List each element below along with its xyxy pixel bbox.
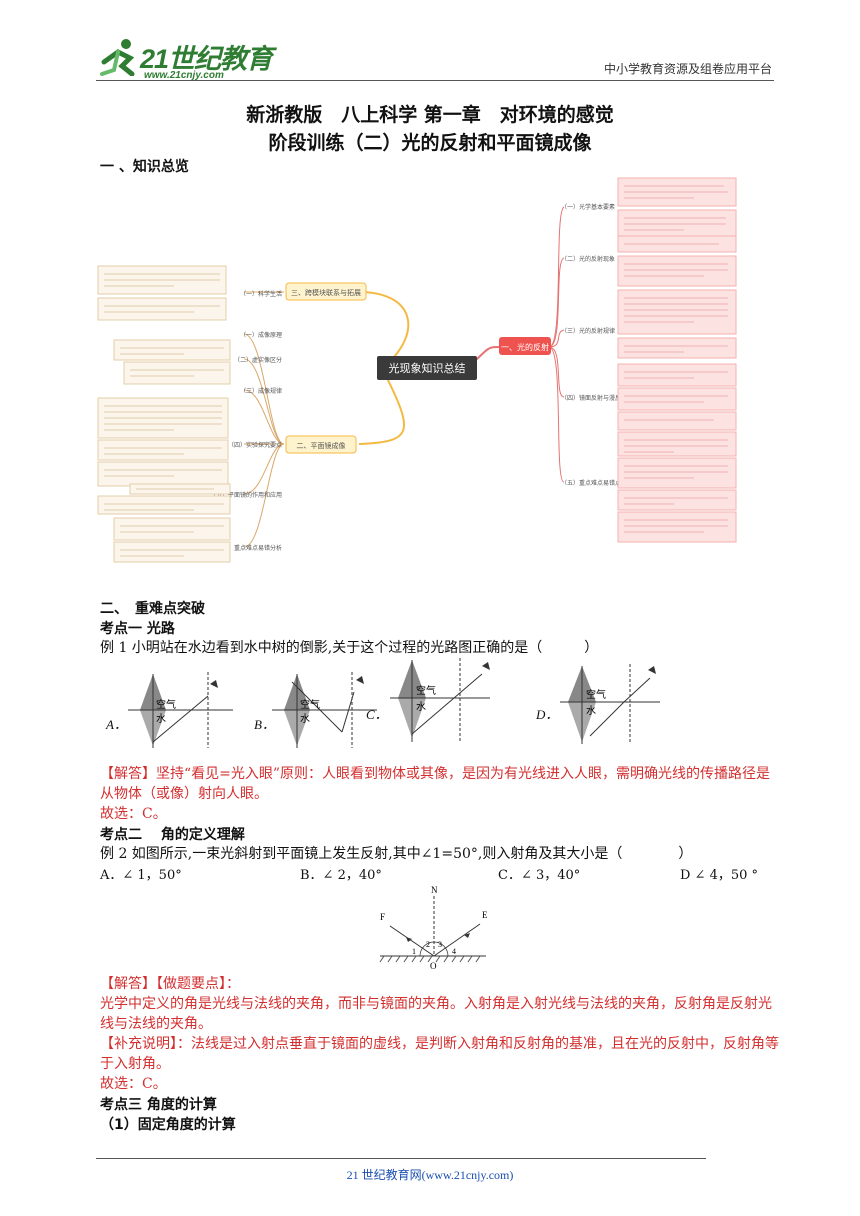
option-c-label[interactable]: C． (366, 707, 388, 722)
kp2-note: 【补充说明】：法线是过入射点垂直于镜面的虚线，是判断入射角和反射角的基准，且在光… (100, 1034, 780, 1074)
mindmap-right-branch: 一、光的反射 (501, 342, 549, 352)
kp1-answer-label: 【解答】 (100, 766, 156, 782)
fig-label-n: N (431, 885, 438, 895)
kp3-sub: （1）固定角度的计算 (100, 1117, 236, 1133)
footer-divider (96, 1158, 706, 1159)
d-water-label: 水 (586, 705, 596, 717)
b-water-label: 水 (300, 713, 310, 725)
mm-right-node-3: （三）光的反射规律 (561, 327, 615, 335)
fig-angle-2: 2 (426, 940, 430, 949)
mm-right-node-2: （二）光的反射现象 (561, 255, 615, 263)
kp2-heading: 考点二 角的定义理解 (100, 827, 245, 843)
knowledge-mindmap: 光现象知识总结 一、光的反射 三、跨模块联系与拓展 二、平面镜成像 （一）光学基… (97, 177, 737, 563)
mm-right-node-1: （一）光学基本要素 (561, 203, 615, 211)
doc-title-line2: 阶段训练（二）光的反射和平面镜成像 (268, 132, 592, 154)
kp2-choice-d[interactable]: D ∠ 4，50 ° (680, 868, 759, 883)
option-b-label[interactable]: B． (254, 717, 275, 732)
mm-right-node-4: （四）镜面反射与漫反射 (561, 394, 627, 402)
c-water-label: 水 (416, 701, 426, 713)
fig-label-f: F (380, 912, 385, 922)
option-d-label[interactable]: D． (536, 707, 559, 722)
section2-heading: 二、 重难点突破 (100, 601, 205, 617)
mindmap-center: 光现象知识总结 (389, 361, 466, 375)
kp2-note-label: 【补充说明】： (100, 1036, 191, 1052)
option-d-diagram: 空气 水 (560, 664, 660, 744)
fig-label-e: E (482, 910, 488, 920)
logo-url: www.21cnjy.com (144, 70, 224, 81)
kp2-choice-a[interactable]: A．∠ 1，50° (100, 868, 182, 883)
platform-name: 中小学教育资源及组卷应用平台 (603, 62, 772, 76)
b-air-label: 空气 (300, 698, 320, 711)
kp2-choice-c[interactable]: C．∠ 3，40° (498, 868, 581, 883)
kp1-heading: 考点一 光路 (100, 621, 175, 637)
kp1-answer: 【解答】坚持“看见=光入眼”原则：人眼看到物体或其像，是因为有光线进入人眼，需明… (100, 764, 780, 804)
option-a-label[interactable]: A． (106, 717, 127, 732)
doc-title-line1: 新浙教版 八上科学 第一章 对环境的感觉 (246, 104, 614, 126)
option-c-diagram: 空气 水 (390, 658, 490, 742)
kp2-answer-label: 【解答】【做题要点】： (100, 976, 240, 992)
mm-left2-node-6: （六）重点难点易错分析 (216, 544, 282, 552)
header-divider (96, 80, 774, 81)
mm-left2-node-3: （三）成像规律 (240, 387, 282, 395)
fig-angle-3: 3 (438, 940, 442, 949)
footer-link[interactable]: 21 世纪教育网(www.21cnjy.com) (346, 1168, 514, 1182)
mm-right-node-5: （五）重点难点易错点 (561, 479, 621, 487)
kp3-heading: 考点三 角度的计算 (100, 1097, 217, 1113)
kp1-choice: 故选：C。 (100, 806, 167, 822)
mm-left2-node-1: （一）成像原理 (240, 331, 282, 339)
kp2-choices: A．∠ 1，50° B．∠ 2，40° C．∠ 3，40° D ∠ 4，50 ° (100, 864, 780, 884)
fig-angle-1: 1 (412, 947, 416, 956)
kp2-question: 例 2 如图所示,一束光斜射到平面镜上发生反射,其中∠1=50°,则入射角及其大… (100, 846, 693, 862)
kp1-answer-text: 坚持“看见=光入眼”原则：人眼看到物体或其像，是因为有光线进入人眼，需明确光线的… (100, 766, 771, 802)
section1-heading: 一 、知识总览 (100, 159, 189, 175)
reflection-figure: N F E O 1 2 3 4 (379, 885, 488, 970)
mm-left2-node-2: （二）虚实像区分 (234, 356, 282, 364)
option-b-diagram: 空气 水 (272, 672, 377, 748)
kp1-options-figure: A． 空气 水 B． 空气 水 C． 空气 水 D． (100, 658, 680, 754)
mindmap-left-branch1: 三、跨模块联系与拓展 (291, 288, 361, 297)
kp1-question: 例 1 小明站在水边看到水中树的倒影,关于这个过程的光路图正确的是（ ） (100, 640, 599, 656)
logo-text: 21世纪教育 (140, 43, 273, 74)
a-water-label: 水 (156, 713, 166, 725)
a-air-label: 空气 (156, 698, 176, 711)
runner-logo-icon (100, 39, 135, 76)
site-logo[interactable]: 21世纪教育 www.21cnjy.com (96, 36, 273, 81)
mm-left2-node-5: （五）平面镜的作用和应用 (210, 491, 282, 499)
kp2-choice-b[interactable]: B．∠ 2，40° (300, 868, 382, 883)
c-air-label: 空气 (416, 684, 436, 697)
option-a-diagram: 空气 水 (128, 672, 233, 748)
mindmap-left-branch2: 二、平面镜成像 (297, 441, 346, 450)
kp2-choice: 故选：C。 (100, 1076, 167, 1092)
kp2-note-text: 法线是过入射点垂直于镜面的虚线，是判断入射角和反射角的基准，且在光的反射中，反射… (100, 1036, 779, 1072)
mm-left2-node-4: （四）实验探究要点 (228, 441, 282, 449)
fig-label-o: O (430, 961, 437, 970)
kp2-answer-text: 光学中定义的角是光线与法线的夹角，而非与镜面的夹角。入射角是入射光线与法线的夹角… (100, 996, 772, 1032)
d-air-label: 空气 (586, 688, 606, 701)
fig-angle-4: 4 (452, 947, 456, 956)
mm-left1-node-1: （一）科学生活 (240, 290, 282, 298)
